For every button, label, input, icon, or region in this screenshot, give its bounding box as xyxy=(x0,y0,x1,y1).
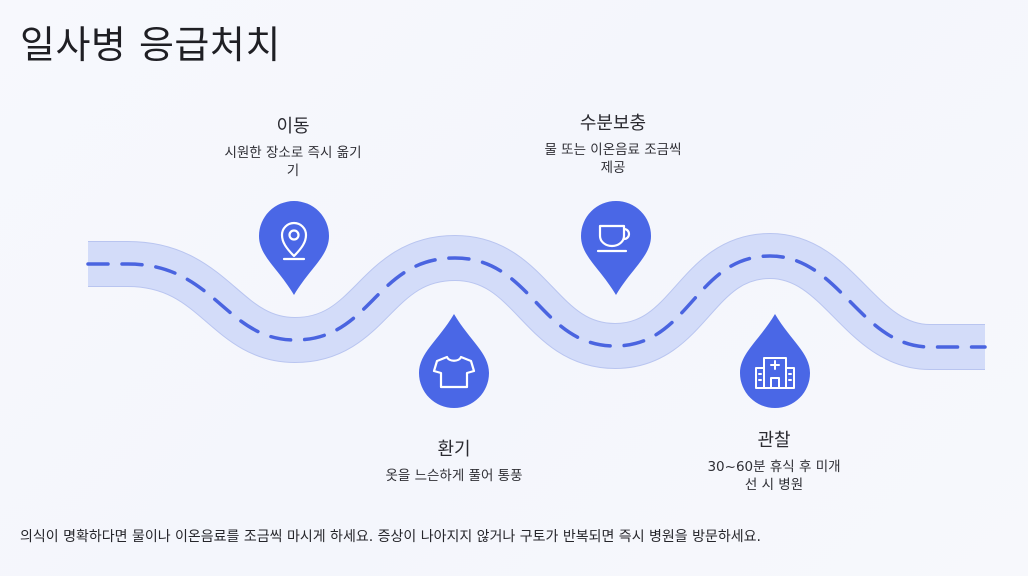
step-description: 시원한 장소로 즉시 옮기 기 xyxy=(224,145,362,179)
step-description: 옷을 느슨하게 풀어 통풍 xyxy=(385,468,523,484)
step-3: 수분보충 물 또는 이온음료 조금씩 제공 xyxy=(513,109,713,177)
location-pin-icon xyxy=(280,221,308,261)
step-4: 관찰 30~60분 휴식 후 미개 선 시 병원 xyxy=(684,426,864,494)
road-center-dashes xyxy=(86,254,987,349)
step-title: 이동 xyxy=(276,116,310,137)
marker-step-4 xyxy=(740,314,810,408)
footer-note: 의식이 명확하다면 물이나 이온음료를 조금씩 마시게 하세요. 증상이 나아지… xyxy=(20,529,761,545)
hospital-icon xyxy=(755,357,795,389)
step-description: 30~60분 휴식 후 미개 선 시 병원 xyxy=(707,459,841,493)
marker-step-1 xyxy=(259,201,329,295)
step-title: 관찰 xyxy=(757,430,791,451)
marker-step-3 xyxy=(581,201,651,295)
cup-icon xyxy=(596,224,631,253)
step-2: 환기 옷을 느슨하게 풀어 통풍 xyxy=(344,435,564,485)
marker-step-2 xyxy=(419,314,489,408)
step-description: 물 또는 이온음료 조금씩 제공 xyxy=(544,142,682,176)
page-title: 일사병 응급처치 xyxy=(20,23,281,67)
step-title: 수분보충 xyxy=(579,113,647,134)
t-shirt-icon xyxy=(432,355,476,389)
step-title: 환기 xyxy=(437,439,471,460)
step-1: 이동 시원한 장소로 즉시 옮기 기 xyxy=(203,112,383,180)
